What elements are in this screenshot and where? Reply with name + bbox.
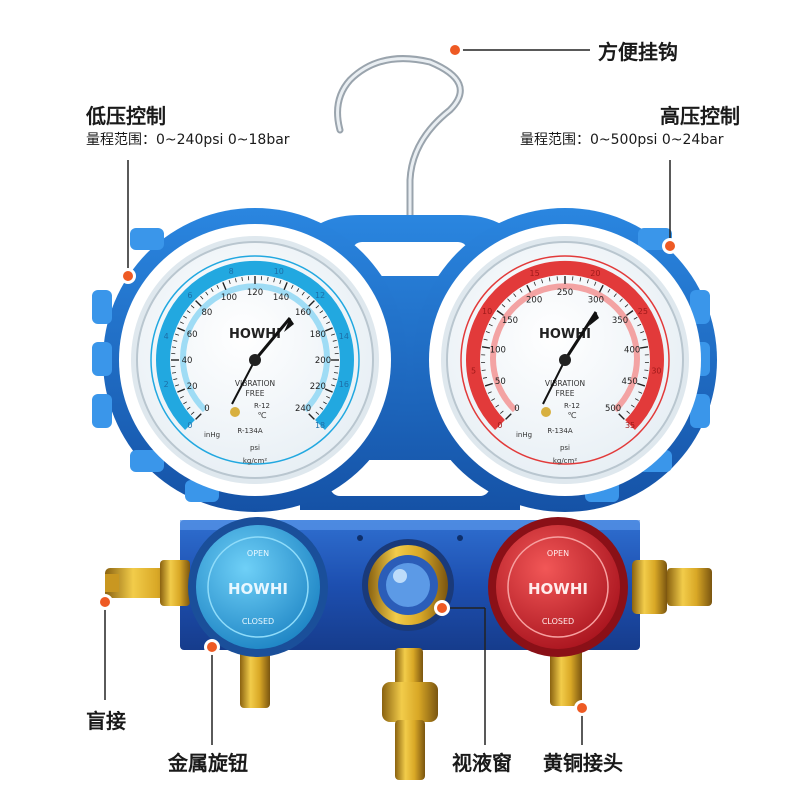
high-gauge-psi: psi — [560, 444, 570, 452]
low-scale-tick-label: 220 — [310, 382, 326, 392]
high-scale-outer-label: 0 — [497, 421, 502, 430]
high-scale-tick-label: 0 — [514, 404, 519, 414]
right-brass-connector — [632, 560, 712, 614]
low-scale-outer-label: 0 — [187, 421, 192, 430]
high-gauge-free: FREE — [555, 389, 574, 398]
low-scale-tick-label: 120 — [247, 288, 263, 298]
low-scale-tick-label: 100 — [221, 293, 237, 303]
low-scale-tick-label: 60 — [187, 330, 198, 340]
high-gauge-celsius: ℃ — [568, 411, 577, 420]
high-knob-brand: HOWHI — [528, 580, 588, 598]
hook-label: 方便挂钩 — [598, 36, 678, 65]
low-scale-outer-label: 12 — [315, 291, 325, 300]
blind-connector-label: 盲接 — [86, 705, 126, 734]
high-scale-tick-label: 400 — [624, 345, 640, 355]
high-gauge-inhg: inHg — [516, 431, 532, 439]
high-scale-tick-label: 350 — [612, 316, 628, 326]
high-gauge-r134a: R-134A — [547, 427, 572, 435]
low-scale-outer-label: 6 — [187, 291, 192, 300]
high-scale-tick-label: 100 — [490, 345, 506, 355]
high-scale-outer-label: 15 — [530, 269, 540, 278]
high-gauge-kg: kg/cm² — [553, 457, 578, 465]
high-knob-open: OPEN — [547, 549, 569, 558]
low-gauge-free: FREE — [245, 389, 264, 398]
high-scale-tick-label: 50 — [495, 377, 506, 387]
low-gauge-kg: kg/cm² — [243, 457, 268, 465]
high-scale-tick-label: 250 — [557, 288, 573, 298]
high-scale-outer-label: 10 — [482, 307, 492, 316]
high-scale-outer-label: 25 — [638, 307, 648, 316]
low-gauge-psi: psi — [250, 444, 260, 452]
low-scale-outer-label: 14 — [339, 332, 349, 341]
low-knob-brand: HOWHI — [228, 580, 288, 598]
sight-glass — [362, 539, 454, 631]
low-scale-outer-label: 2 — [164, 380, 169, 389]
low-pressure-title: 低压控制 — [86, 100, 166, 129]
low-scale-tick-label: 160 — [295, 308, 311, 318]
low-scale-tick-label: 80 — [202, 308, 213, 318]
bottom-brass-fittings — [240, 648, 582, 780]
blind-connector — [105, 560, 190, 606]
high-scale-outer-label: 35 — [625, 421, 635, 430]
low-gauge-celsius: ℃ — [258, 411, 267, 420]
high-scale-outer-label: 30 — [651, 366, 661, 375]
high-scale-tick-label: 500 — [605, 404, 621, 414]
high-gauge-r12: R-12 — [564, 402, 580, 410]
low-gauge-r134a: R-134A — [237, 427, 262, 435]
metal-knob-label: 金属旋钮 — [168, 747, 248, 776]
high-scale-outer-label: 20 — [590, 269, 600, 278]
high-knob-closed: CLOSED — [542, 617, 574, 626]
low-pressure-gauge: 0 20 40 60 80 100 120 140 160 180 200 220 240 0 2 4 6 8 10… — [92, 208, 407, 512]
high-pressure-range: 量程范围：0~500psi 0~24bar — [520, 129, 724, 149]
low-scale-tick-label: 240 — [295, 404, 311, 414]
low-scale-tick-label: 180 — [310, 330, 326, 340]
low-gauge-inhg: inHg — [204, 431, 220, 439]
low-scale-tick-label: 200 — [315, 356, 331, 366]
low-scale-tick-label: 140 — [273, 293, 289, 303]
brass-connector-label: 黄铜接头 — [543, 747, 623, 776]
high-scale-tick-label: 450 — [622, 377, 638, 387]
low-scale-outer-label: 16 — [339, 380, 349, 389]
high-scale-tick-label: 200 — [526, 295, 542, 305]
low-scale-tick-label: 20 — [187, 382, 198, 392]
low-pressure-range: 量程范围：0~240psi 0~18bar — [86, 129, 290, 149]
high-scale-tick — [644, 370, 648, 371]
low-gauge-r12: R-12 — [254, 402, 270, 410]
low-knob-closed: CLOSED — [242, 617, 274, 626]
low-scale-outer-label: 8 — [229, 267, 234, 276]
high-scale-tick — [482, 370, 486, 371]
high-scale-tick-label: 150 — [502, 316, 518, 326]
low-scale-tick-label: 40 — [182, 356, 193, 366]
sight-glass-label: 视液窗 — [452, 747, 512, 776]
high-side-knob: HOWHI OPEN CLOSED — [488, 517, 628, 657]
low-scale-outer-label: 18 — [315, 421, 325, 430]
low-scale-tick-label: 0 — [204, 404, 209, 414]
low-knob-open: OPEN — [247, 549, 269, 558]
high-pressure-title: 高压控制 — [660, 100, 740, 129]
low-side-knob: HOWHI OPEN CLOSED — [188, 517, 328, 657]
high-scale-tick-label: 300 — [588, 295, 604, 305]
high-scale-outer-label: 5 — [471, 366, 476, 375]
low-scale-outer-label: 10 — [274, 267, 284, 276]
low-scale-outer-label: 4 — [164, 332, 169, 341]
